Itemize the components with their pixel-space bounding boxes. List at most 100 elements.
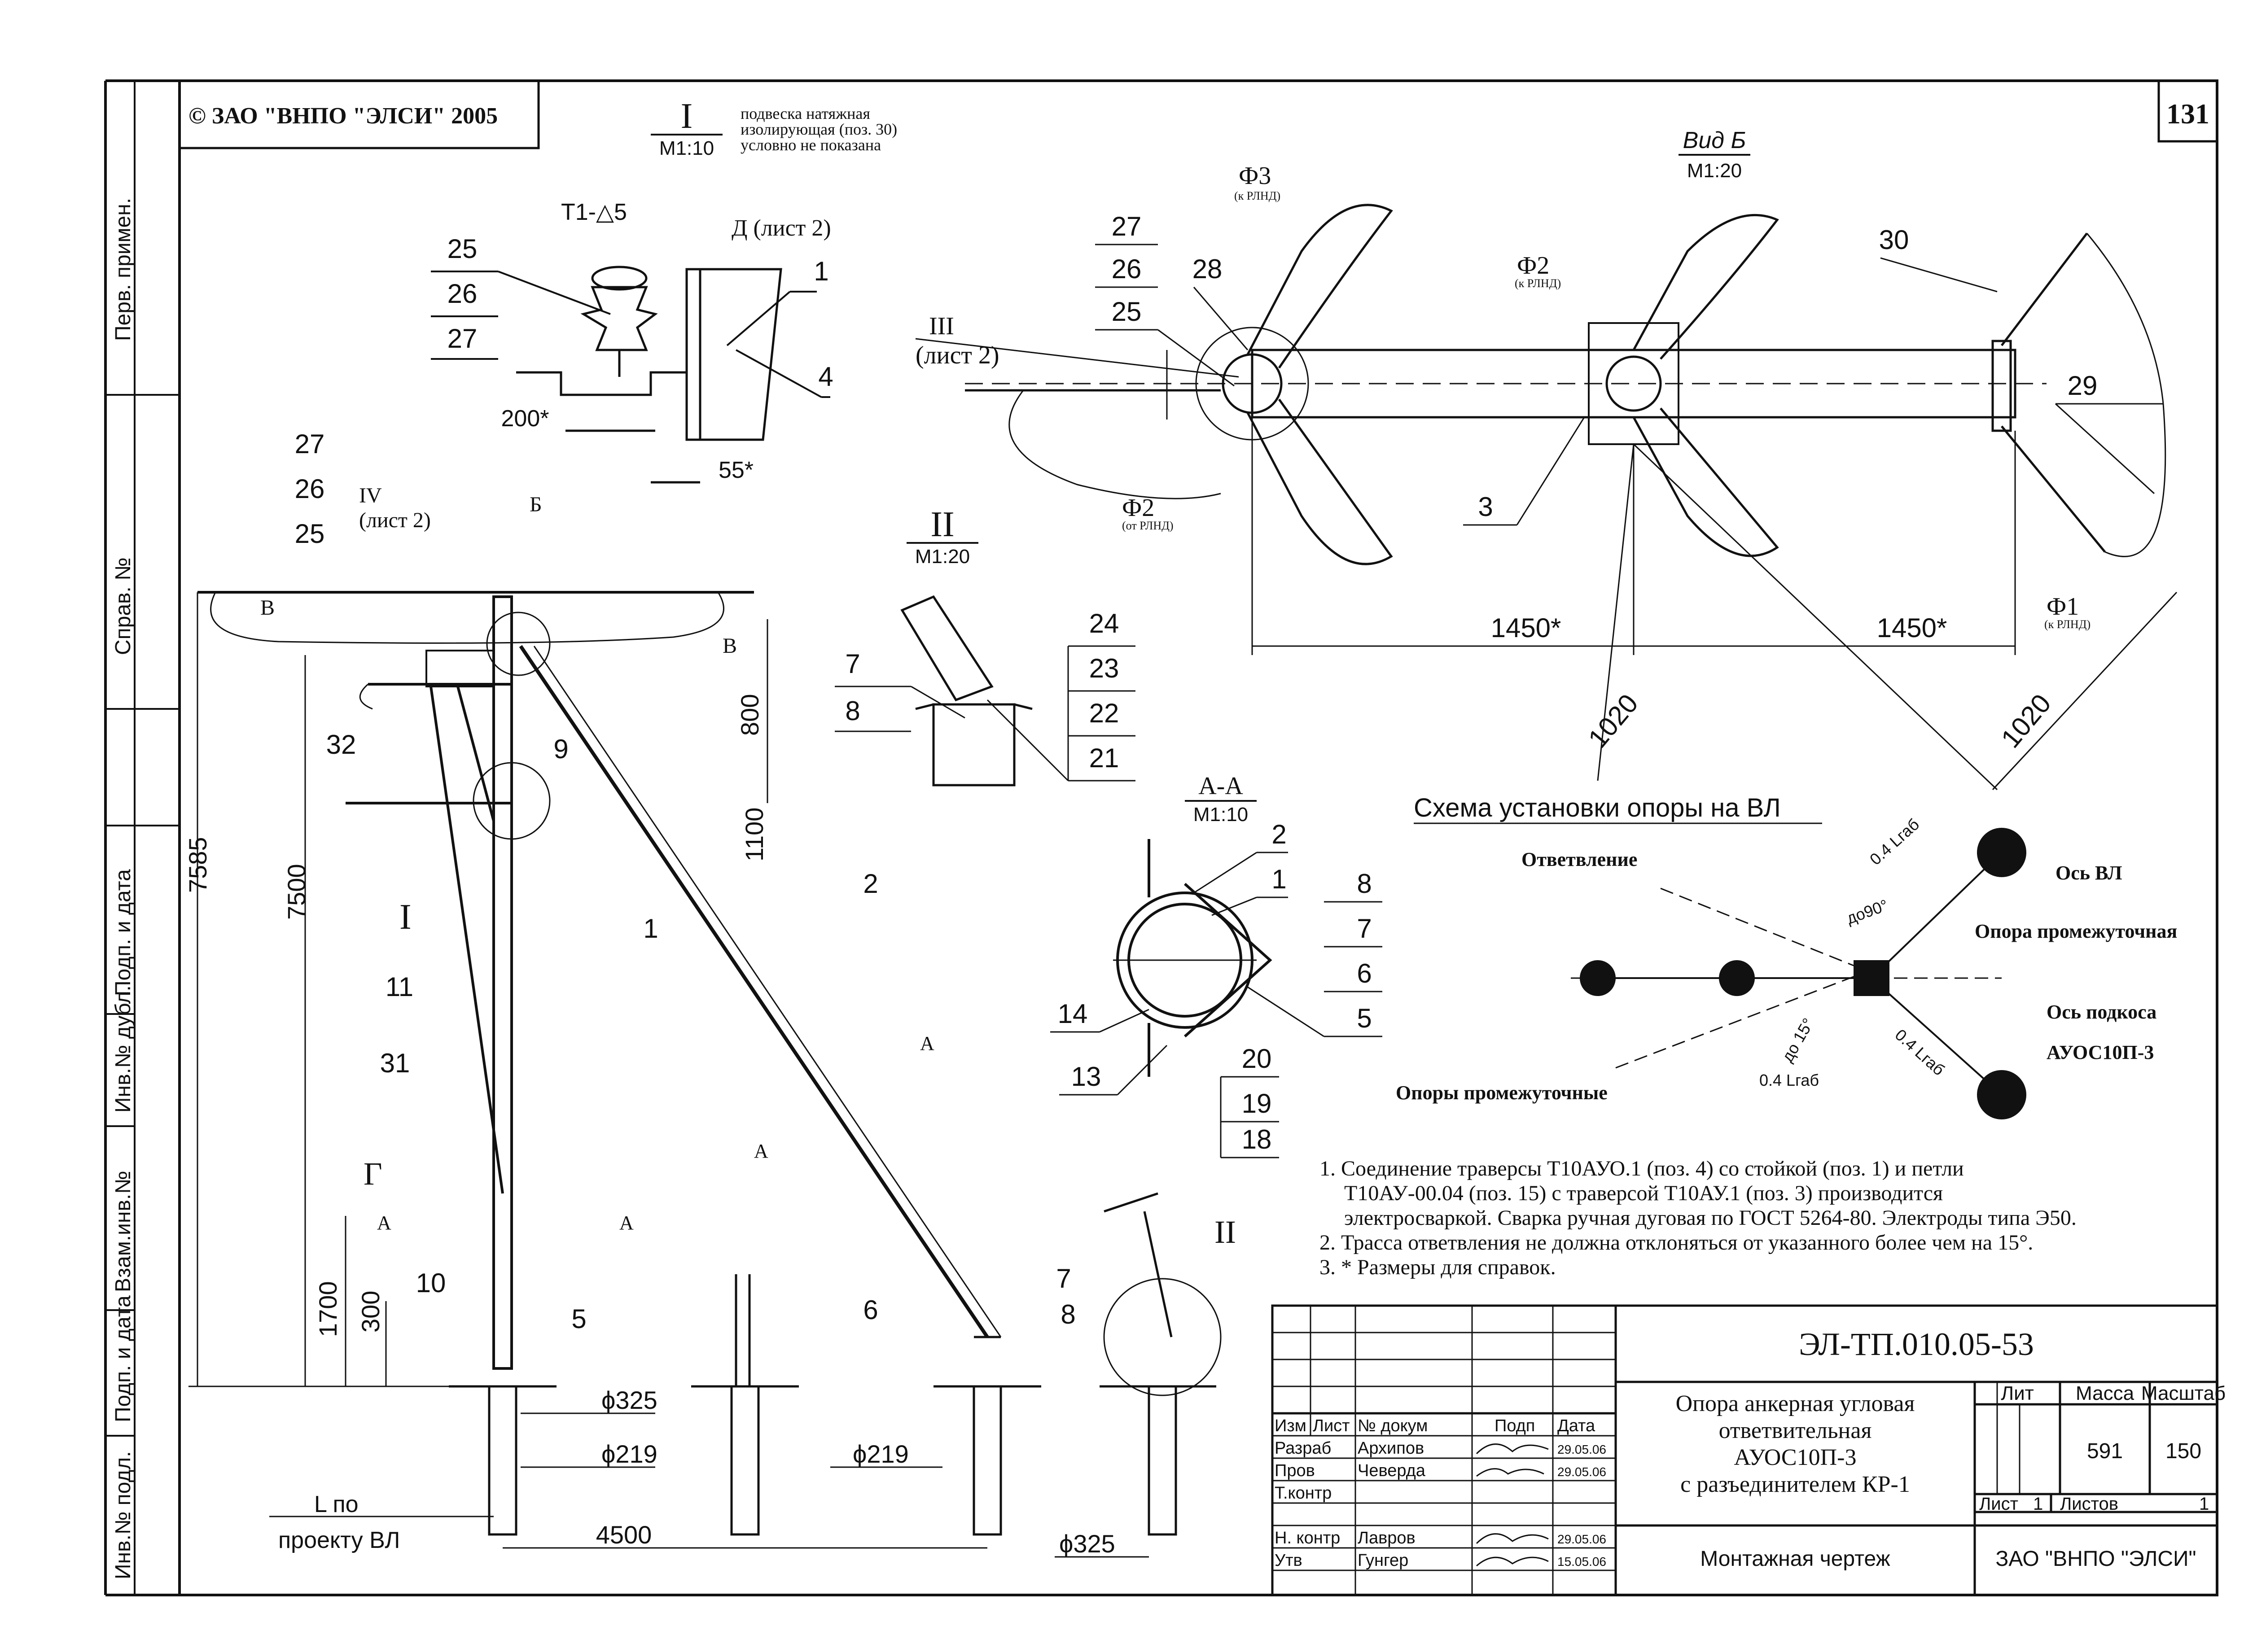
view-B-title: Вид Б (1683, 127, 1746, 153)
main-dim-1100: 1100 (740, 808, 768, 861)
main-pos-1: 1 (643, 913, 658, 944)
detail-I-dim-200: 200* (501, 406, 549, 432)
scheme-dim-04-mid: 0.4 Lгаб (1759, 1071, 1819, 1089)
main-dim-300: 300 (356, 1291, 385, 1333)
scheme-dim-04-top: 0.4 Lгаб (1866, 815, 1923, 869)
section-AA-scale: М1:10 (1193, 804, 1248, 826)
main-pos-5: 5 (571, 1304, 586, 1334)
main-pos-11: 11 (386, 972, 413, 1002)
scheme-title: Схема установки опоры на ВЛ (1414, 793, 1781, 822)
main-pos-25: 25 (295, 519, 325, 549)
title-date-3: 29.05.06 (1557, 1532, 1606, 1546)
detail-I-note-1: подвеска натяжная (741, 105, 870, 122)
main-dim-d219-b: ϕ219 (853, 1440, 909, 1468)
view-B-dim-1450-b: 1450* (1877, 613, 1947, 643)
copyright-box (178, 79, 540, 149)
section-AA-pos-13: 13 (1071, 1062, 1101, 1092)
title-lit-hdr: Лит (2001, 1382, 2034, 1404)
crossarm-drawing (965, 204, 2166, 565)
margin-podp-data-1: Подп. и дата (111, 869, 135, 996)
detail-II-leaders (835, 645, 1135, 782)
main-label-A2: А (619, 1212, 634, 1234)
title-row-razrab-name: Архипов (1358, 1439, 1424, 1458)
view-B-phase1-note: (к РЛНД) (2044, 618, 2091, 631)
scheme-dim-04-bot: 0.4 Lгаб (1892, 1025, 1948, 1079)
detail-II-pos-21: 21 (1089, 743, 1119, 773)
view-B-phase3-note: (к РЛНД) (1234, 189, 1280, 202)
section-AA: А-А М1:10 (1050, 772, 1382, 1158)
scheme-dim-do90: до90° (1844, 896, 1891, 927)
view-B-phase1: Ф1 (2047, 593, 2079, 621)
title-hdr-podp: Подп (1495, 1416, 1535, 1435)
note-1-cont-1: Т10АУ-00.04 (поз. 15) с траверсой Т10АУ.… (1344, 1181, 1943, 1205)
detail-I-scale: М1:10 (659, 137, 714, 159)
section-AA-title: А-А (1198, 772, 1243, 800)
title-name-1: Опора анкерная угловая (1676, 1391, 1915, 1416)
section-AA-leaders (1050, 852, 1382, 1158)
main-view-dimension-lines (188, 592, 1149, 1558)
detail-II-bottom-pos-7: 7 (1056, 1263, 1071, 1294)
view-B-pos-29: 29 (2068, 371, 2098, 401)
title-hdr-data: Дата (1557, 1416, 1595, 1435)
section-AA-pos-7: 7 (1357, 913, 1372, 944)
section-AA-pos-8: 8 (1357, 869, 1372, 899)
pole-drawing (197, 591, 1002, 1370)
title-company: ЗАО "ВНПО "ЭЛСИ" (1995, 1547, 2196, 1571)
notes: 1. Соединение траверсы Т10АУО.1 (поз. 4)… (1319, 1157, 2077, 1279)
detail-I-weld: Т1-△5 (561, 199, 627, 225)
scheme-pole-mid (1719, 960, 1755, 996)
view-B-phase2-bot: Ф2 (1122, 494, 1154, 522)
installation-scheme: Схема установки опоры на ВЛ Ответвление … (1396, 793, 2177, 1119)
margin-perv-primen: Перв. примен. (111, 198, 135, 341)
detail-II-pos-23: 23 (1089, 653, 1119, 683)
scheme-opory-promezh: Опоры промежуточные (1396, 1082, 1608, 1104)
title-row-utv: Утв (1275, 1551, 1302, 1570)
title-sheet-no: 1 (2033, 1494, 2043, 1514)
main-pos-9: 9 (553, 734, 568, 764)
view-B-phase2-bot-note: (от РЛНД) (1122, 519, 1174, 532)
view-B-scale: М1:20 (1687, 160, 1742, 182)
title-row-prov: Пров (1275, 1461, 1315, 1480)
note-1: 1. Соединение траверсы Т10АУО.1 (поз. 4)… (1319, 1157, 1964, 1180)
detail-I-ref-D: Д (лист 2) (732, 215, 831, 241)
view-B-pos-26: 26 (1112, 254, 1142, 284)
detail-II-pos-22: 22 (1089, 698, 1119, 728)
view-B-dim-1450-a: 1450* (1491, 613, 1561, 643)
section-AA-pos-14: 14 (1058, 999, 1088, 1029)
main-dim-d325-b: ϕ325 (1059, 1530, 1115, 1558)
main-dim-d219-a: ϕ219 (601, 1440, 657, 1468)
detail-I-dim-55: 55* (719, 457, 754, 483)
copyright: © ЗАО "ВНПО "ЭЛСИ" 2005 (188, 103, 498, 129)
main-label-V2: В (723, 634, 737, 658)
title-name-2: ответвительная (1719, 1418, 1872, 1443)
main-pos-6: 6 (863, 1295, 878, 1325)
title-name-4: с разъединителем КР-1 (1680, 1472, 1910, 1497)
view-B-dimension-lines (1251, 417, 2178, 791)
main-label-A4: А (920, 1032, 934, 1054)
title-row-nkontr-name: Лавров (1358, 1529, 1416, 1547)
title-date-1: 29.05.06 (1557, 1442, 1606, 1456)
detail-II-pos-24: 24 (1089, 608, 1119, 638)
detail-II-title: II (930, 505, 954, 544)
detail-II-pos-8: 8 (845, 696, 860, 726)
detail-I-position-table (431, 271, 830, 398)
main-label-G: Г (364, 1156, 382, 1192)
title-row-utv-name: Гунгер (1358, 1551, 1408, 1570)
section-AA-drawing (1113, 839, 1272, 1077)
section-AA-pos-1: 1 (1271, 864, 1286, 894)
main-label-B: Б (530, 493, 542, 516)
detail-I: I М1:10 подвеска натяжная изолирующая (п… (431, 96, 897, 484)
section-AA-pos-20: 20 (1242, 1044, 1272, 1074)
detail-II: II М1:20 7 8 24 23 22 21 7 II (835, 505, 1236, 1294)
section-AA-pos-18: 18 (1242, 1124, 1272, 1154)
view-B-dim-1020-a: 1020 (1582, 688, 1644, 753)
main-L-label: L по (314, 1491, 359, 1517)
detail-I-pos-4: 4 (818, 362, 833, 392)
main-L-label-2: проекту ВЛ (278, 1527, 400, 1553)
scheme-auos: АУОС10П-3 (2047, 1041, 2154, 1063)
detail-I-note-2: изолирующая (поз. 30) (741, 120, 897, 138)
main-dim-7585: 7585 (184, 837, 212, 893)
left-margin-labels: Перв. примен. Справ. № Подп. и дата Инв.… (111, 198, 135, 1579)
main-label-A1: А (377, 1212, 391, 1234)
